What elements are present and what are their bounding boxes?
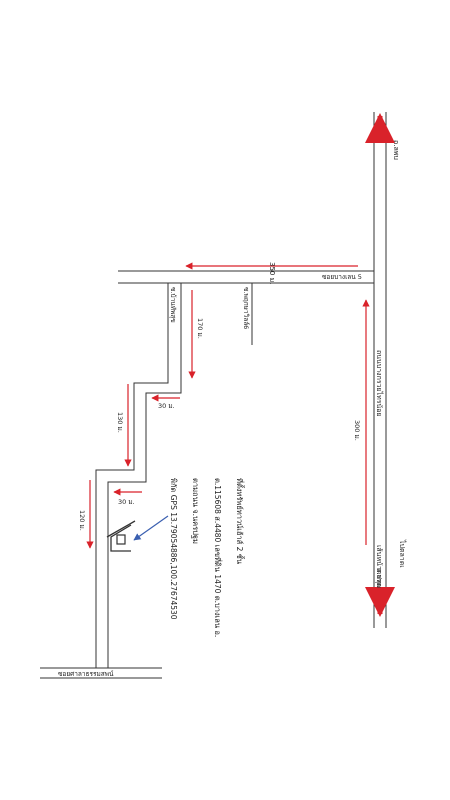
label-side: ไปตลาดเ <box>398 539 407 568</box>
property-info: ที่ตั้งทรัพย์ทาวน์เฮ้าส์ 2 ชั้น ต.115608… <box>169 478 245 637</box>
village-road-inner <box>107 283 182 668</box>
label-main-road: ถนนบางกรวยไทรน้อย <box>375 350 384 417</box>
label-soi-upper: ซอยบางเลน 5 <box>322 273 362 281</box>
label-dist-170: 170 ม. <box>196 318 204 339</box>
label-main-road-sub: เส้นหน้าตลาด <box>375 545 383 587</box>
pointer-arrow-icon <box>133 515 169 541</box>
info-line-1: ที่ตั้งทรัพย์ทาวน์เฮ้าส์ 2 ชั้น <box>235 478 245 564</box>
label-dist-120: 120 ม. <box>78 510 86 531</box>
label-soi-branch: ซ.พฤกษาวิลล์6 <box>242 287 250 329</box>
label-soi-village: ซ.บ้านทัพสุข <box>169 287 177 323</box>
label-dist-350: 350 ม. <box>268 262 276 284</box>
info-line-3: ตามถนน จ.นครปฐม <box>191 478 200 544</box>
label-city-bottom: ถ.ปทุม <box>375 568 383 588</box>
village-road-outer <box>95 283 169 668</box>
info-line-4: พิกัด GPS 13.79054886,100.27674530 <box>169 478 178 620</box>
label-dist-300: 300 ม. <box>353 420 361 441</box>
label-dist-30-upper: 30 ม. <box>158 402 175 410</box>
label-soi-bottom: ซอยศาลาธรรมสพน์ <box>58 670 114 678</box>
label-road-top-right: ถ.ลพบ <box>392 140 400 160</box>
house-marker-icon <box>106 520 136 552</box>
info-line-2: ต.115608 ส.4480 เลขที่ดิน 1470 ต.บางเลน … <box>213 478 223 637</box>
label-dist-30-lower: 30 ม. <box>118 498 135 506</box>
label-dist-130: 130 ม. <box>116 412 124 433</box>
